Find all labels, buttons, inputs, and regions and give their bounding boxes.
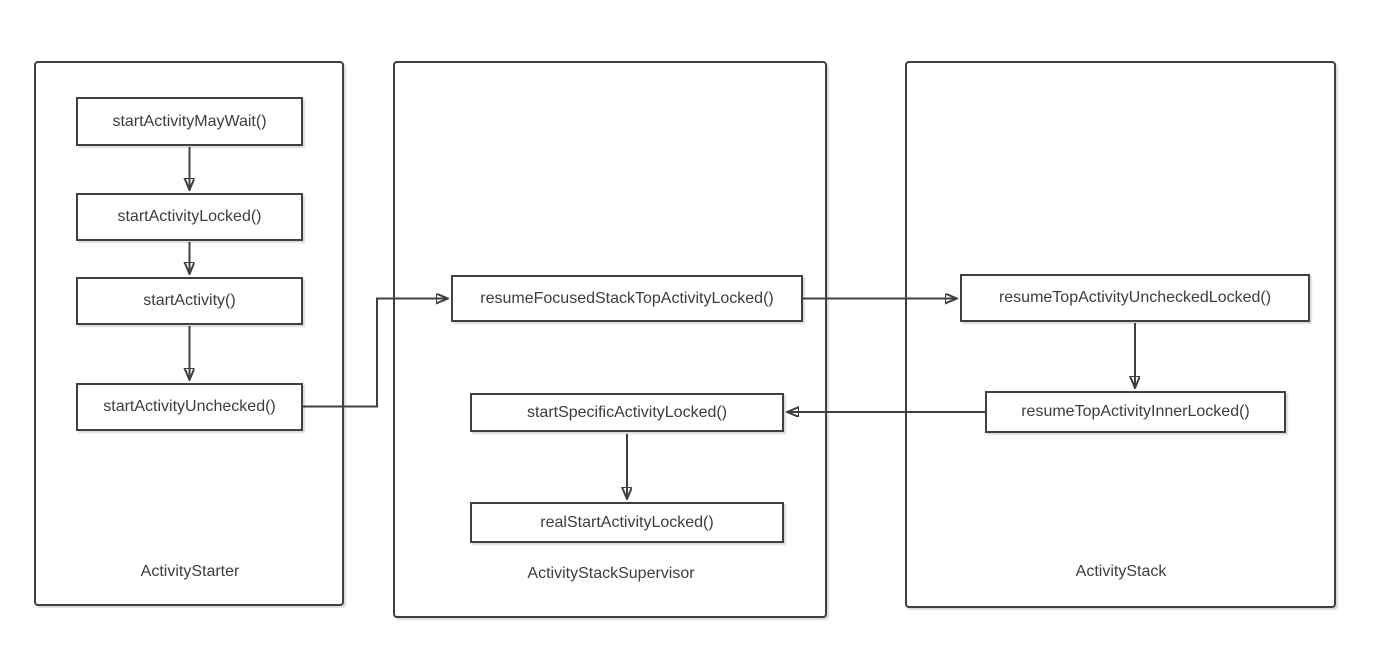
node-label: startActivity(): [143, 292, 236, 309]
container-label-activity-stack-supervisor: ActivityStackSupervisor: [527, 565, 695, 582]
node-label: startActivityUnchecked(): [103, 398, 276, 415]
node-start-activity-may-wait: startActivityMayWait(): [76, 97, 303, 146]
node-label: resumeTopActivityUncheckedLocked(): [998, 289, 1272, 306]
node-start-activity-unchecked: startActivityUnchecked(): [76, 383, 303, 431]
node-start-specific-activity-locked: startSpecificActivityLocked(): [470, 393, 784, 432]
node-label: startActivityLocked(): [117, 208, 262, 225]
node-start-activity: startActivity(): [76, 277, 303, 325]
node-label: resumeFocusedStackTopActivityLocked(): [480, 289, 774, 307]
node-label: startActivityMayWait(): [112, 112, 267, 130]
node-resume-top-activity-inner-locked: resumeTopActivityInnerLocked(): [985, 391, 1286, 433]
node-label: resumeTopActivityInnerLocked(): [1021, 403, 1250, 420]
node-real-start-activity-locked: realStartActivityLocked(): [470, 502, 784, 543]
node-resume-top-activity-unchecked-locked: resumeTopActivityUncheckedLocked(): [960, 274, 1310, 322]
container-label-activity-stack: ActivityStack: [1075, 563, 1167, 580]
node-start-activity-locked: startActivityLocked(): [76, 193, 303, 241]
node-label: startSpecificActivityLocked(): [526, 403, 728, 421]
container-activity-stack: [905, 61, 1336, 608]
container-label-activity-starter: ActivityStarter: [140, 563, 240, 580]
node-resume-focused-stack-top-activity-locked: resumeFocusedStackTopActivityLocked(): [451, 275, 803, 322]
node-label: realStartActivityLocked(): [540, 513, 714, 531]
